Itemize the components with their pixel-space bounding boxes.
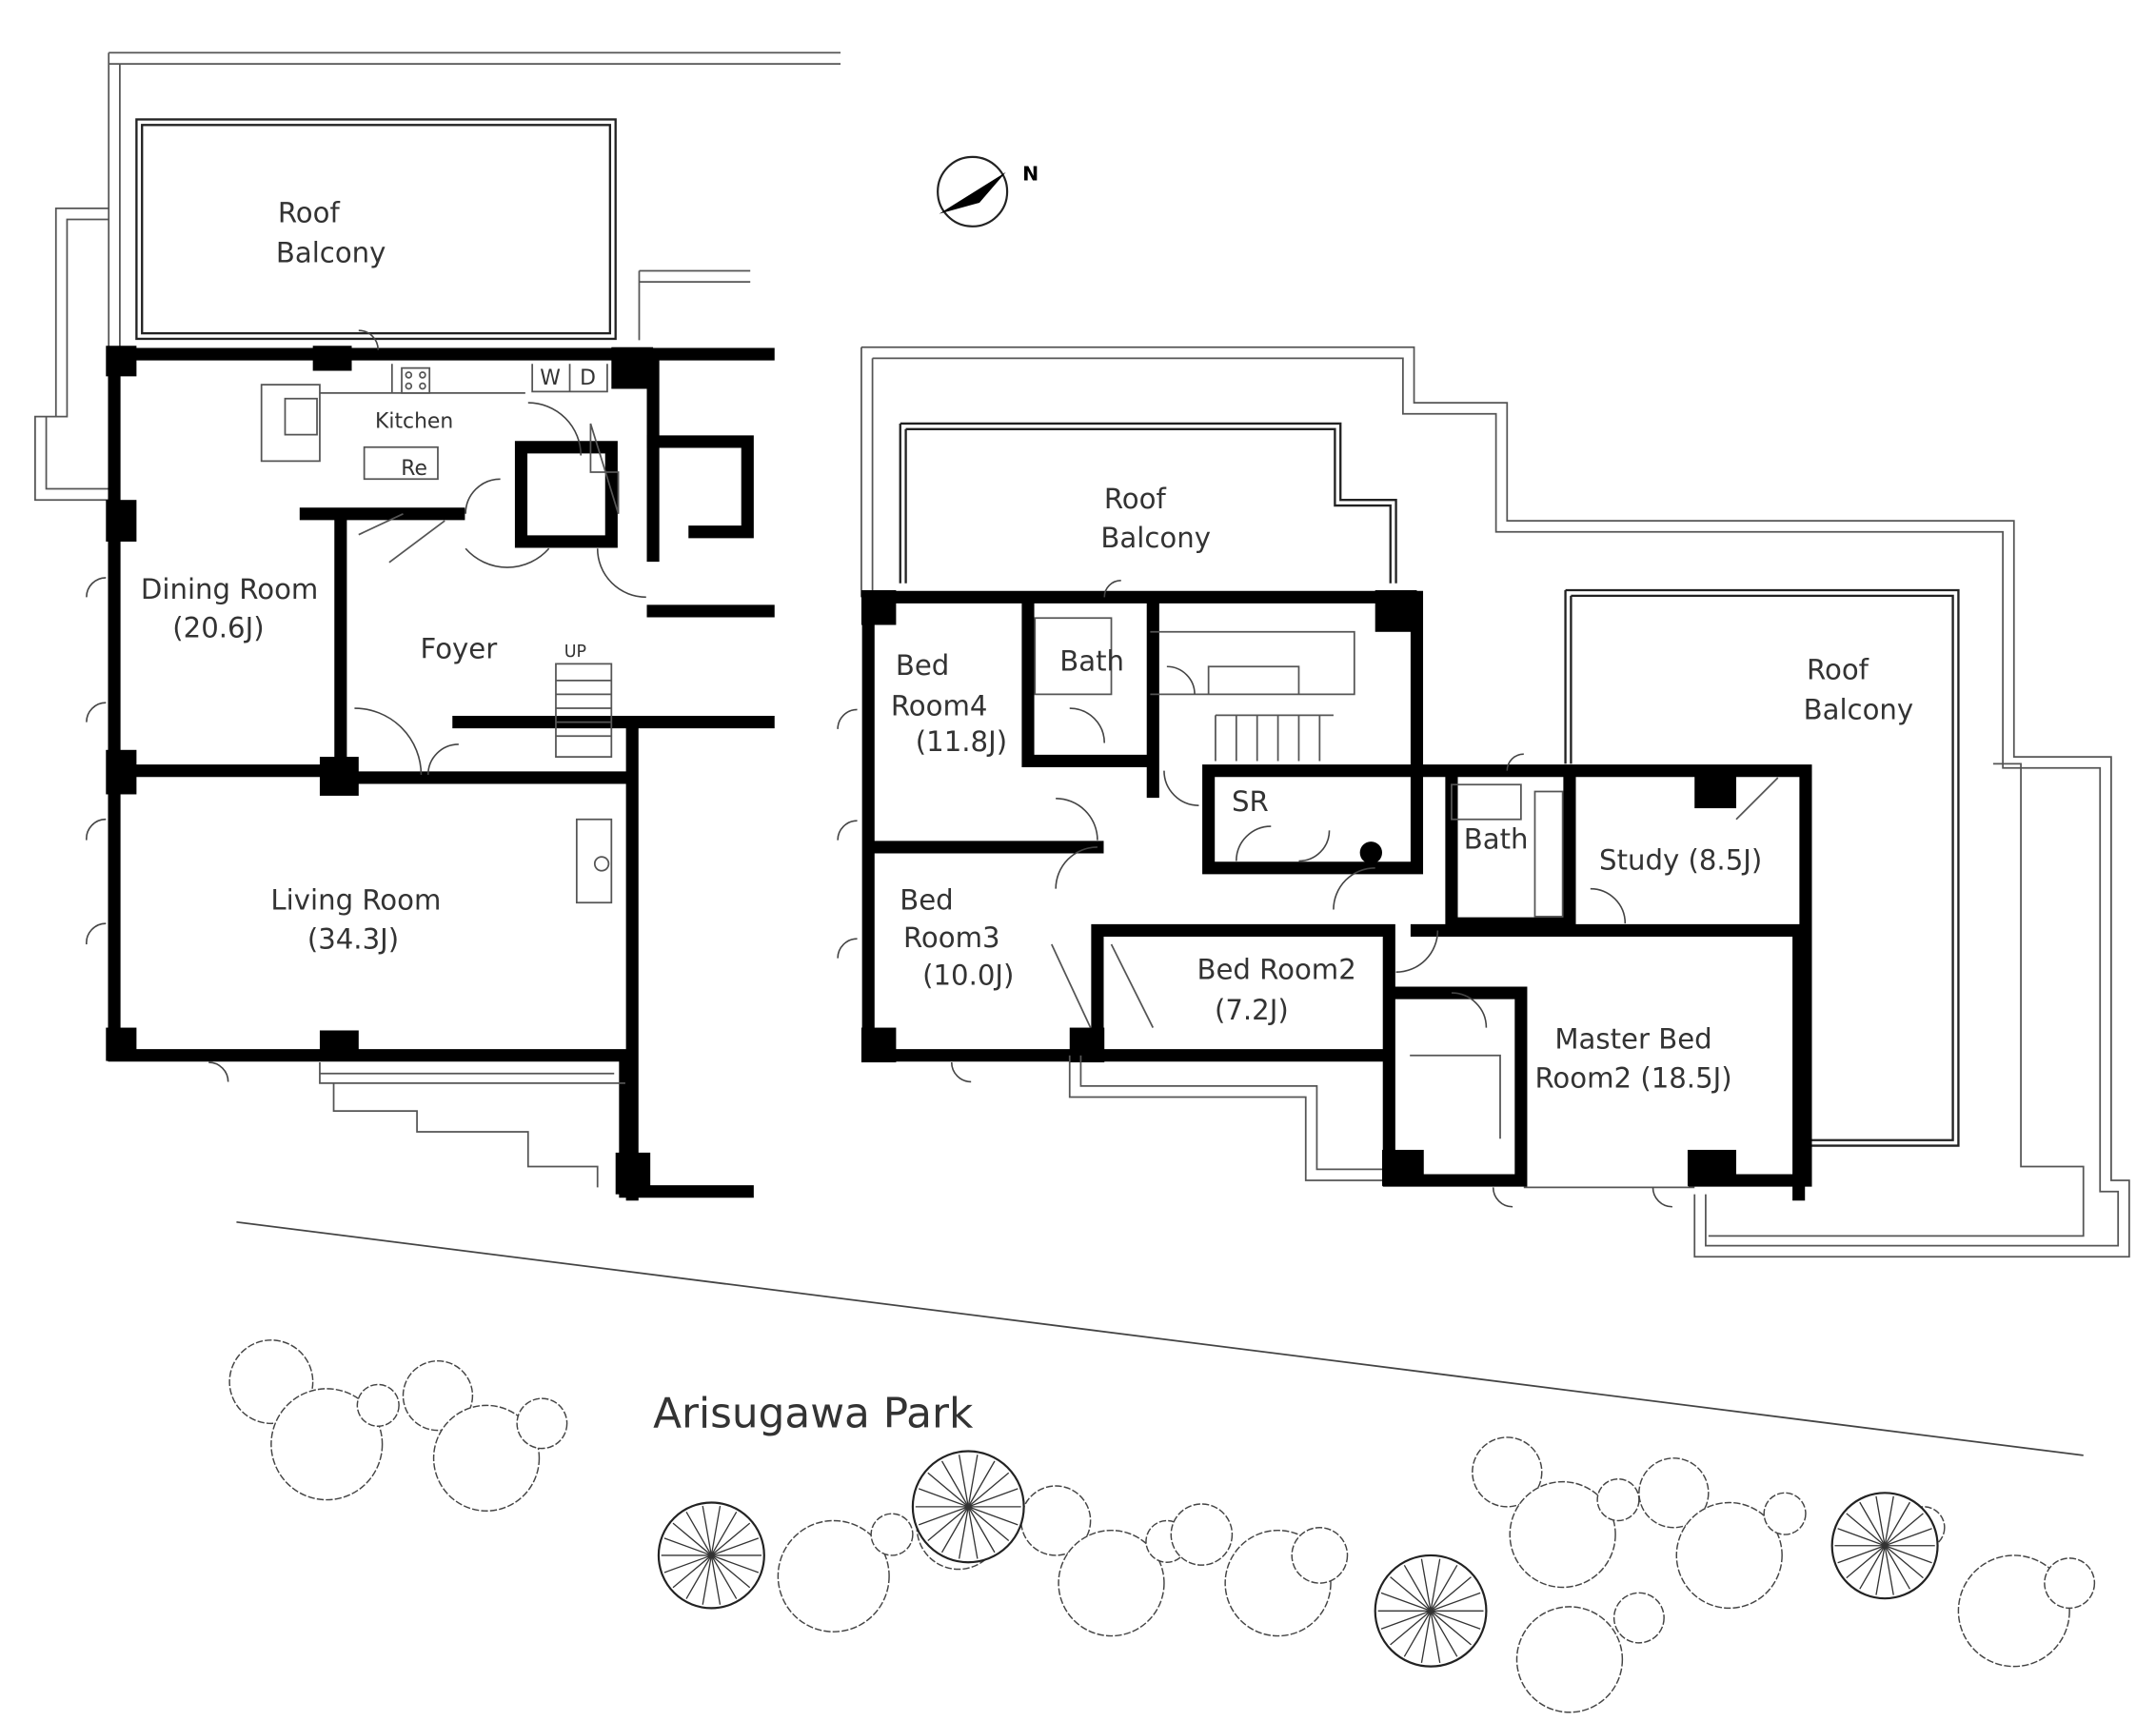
roof-balcony-label: Roof <box>1807 653 1869 685</box>
bed-room3-label: Room3 <box>903 921 1000 954</box>
north-arrow-icon: N <box>937 155 1038 228</box>
bed-room3-label: Bed <box>900 884 953 917</box>
tree-icon <box>1291 1527 1349 1584</box>
tree-icon <box>516 1397 568 1450</box>
tree-icon <box>870 1513 914 1556</box>
trees <box>228 1339 2096 1713</box>
tree-icon <box>432 1404 541 1512</box>
kitchen-label: Kitchen <box>375 409 453 433</box>
dense-tree-icon <box>911 1450 1025 1564</box>
storage-room-label: SR <box>1232 785 1269 818</box>
dense-tree-icon <box>657 1501 765 1610</box>
tree-icon <box>1957 1554 2070 1668</box>
right-unit: Bed Room4 (11.8J) Bath SR Bath Study (8.… <box>837 346 2130 1258</box>
bed-room4-label: Room4 <box>891 689 988 722</box>
tree-icon <box>1612 1592 1665 1644</box>
foyer-label: Foyer <box>420 633 497 665</box>
park-label: Arisugawa Park <box>653 1390 974 1438</box>
refrigerator-label: Re <box>401 457 427 481</box>
tree-icon <box>1596 1477 1640 1522</box>
property-boundary-line <box>236 1220 2084 1456</box>
tree-icon <box>1638 1457 1710 1529</box>
compass-north-label: N <box>1022 163 1038 186</box>
tree-icon <box>1058 1529 1165 1637</box>
master-bed-room-label: Master Bed <box>1554 1022 1711 1055</box>
bed-room2-area: (7.2J) <box>1215 994 1289 1026</box>
roof-balcony-label: Balcony <box>1804 694 1914 726</box>
roof-balcony-label: Balcony <box>276 237 386 269</box>
washer-label: W <box>540 366 561 390</box>
roof-balcony-label: Balcony <box>1100 522 1211 554</box>
bed-room3-area: (10.0J) <box>922 959 1014 991</box>
left-unit: Roof Balcony Kitchen W D Re Dining Room … <box>34 51 841 1201</box>
tree-icon <box>1763 1492 1807 1535</box>
dense-tree-icon <box>1830 1492 1939 1600</box>
tree-icon <box>777 1519 890 1633</box>
bed-room4-area: (11.8J) <box>916 725 1007 758</box>
roof-balcony-label: Roof <box>278 196 341 228</box>
tree-icon <box>1170 1503 1234 1566</box>
tree-icon <box>2044 1557 2096 1610</box>
bath-label: Bath <box>1059 645 1124 678</box>
tree-icon <box>270 1388 384 1501</box>
dryer-label: D <box>580 366 596 390</box>
tree-icon <box>1509 1480 1616 1589</box>
tree-icon <box>356 1383 400 1427</box>
bath-label: Bath <box>1464 822 1529 855</box>
living-room-area: (34.3J) <box>307 922 399 955</box>
master-bed-room-area: Room2 (18.5J) <box>1534 1061 1731 1094</box>
tree-icon <box>1515 1606 1624 1713</box>
tree-icon <box>402 1359 474 1432</box>
tree-icon <box>1675 1501 1783 1610</box>
study-label: Study (8.5J) <box>1599 843 1762 876</box>
stairs-up-label: UP <box>564 643 586 662</box>
living-room-label: Living Room <box>270 884 441 917</box>
tree-icon <box>1472 1436 1543 1508</box>
bed-room4-label: Bed <box>896 649 949 682</box>
roof-balcony-label: Roof <box>1104 483 1167 515</box>
dining-room-area: (20.6J) <box>172 612 264 644</box>
dense-tree-icon <box>1374 1554 1488 1668</box>
bed-room2-label: Bed Room2 <box>1197 954 1355 986</box>
dining-room-label: Dining Room <box>141 573 318 605</box>
